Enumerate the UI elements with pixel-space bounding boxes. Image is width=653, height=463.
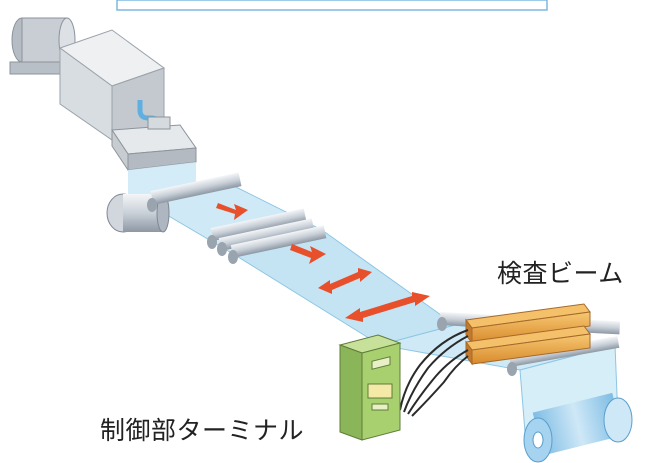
arrow-right (290, 244, 326, 264)
film-direction-arrows (216, 203, 430, 322)
inspection-beam-label: 検査ビーム (497, 259, 624, 288)
signal-cables (399, 329, 469, 417)
control-terminal (338, 334, 402, 441)
stretch-arrow-double (318, 268, 372, 294)
arrow-right (216, 203, 248, 220)
inspection-beam-lower (465, 325, 591, 366)
inspection-beams (465, 303, 591, 366)
t-die (111, 116, 197, 172)
roller (228, 225, 327, 264)
control-terminal-label: 制御部ターミナル (100, 416, 305, 445)
stretch-arrow-double (345, 292, 430, 322)
top-banner-edge (116, 0, 548, 11)
take-up-roll (523, 392, 633, 463)
roller (207, 208, 307, 249)
inspection-beam-upper (465, 303, 591, 345)
terminal-display (371, 356, 391, 370)
terminal-slot (371, 403, 389, 411)
terminal-panel (367, 383, 393, 399)
roller (147, 172, 242, 212)
